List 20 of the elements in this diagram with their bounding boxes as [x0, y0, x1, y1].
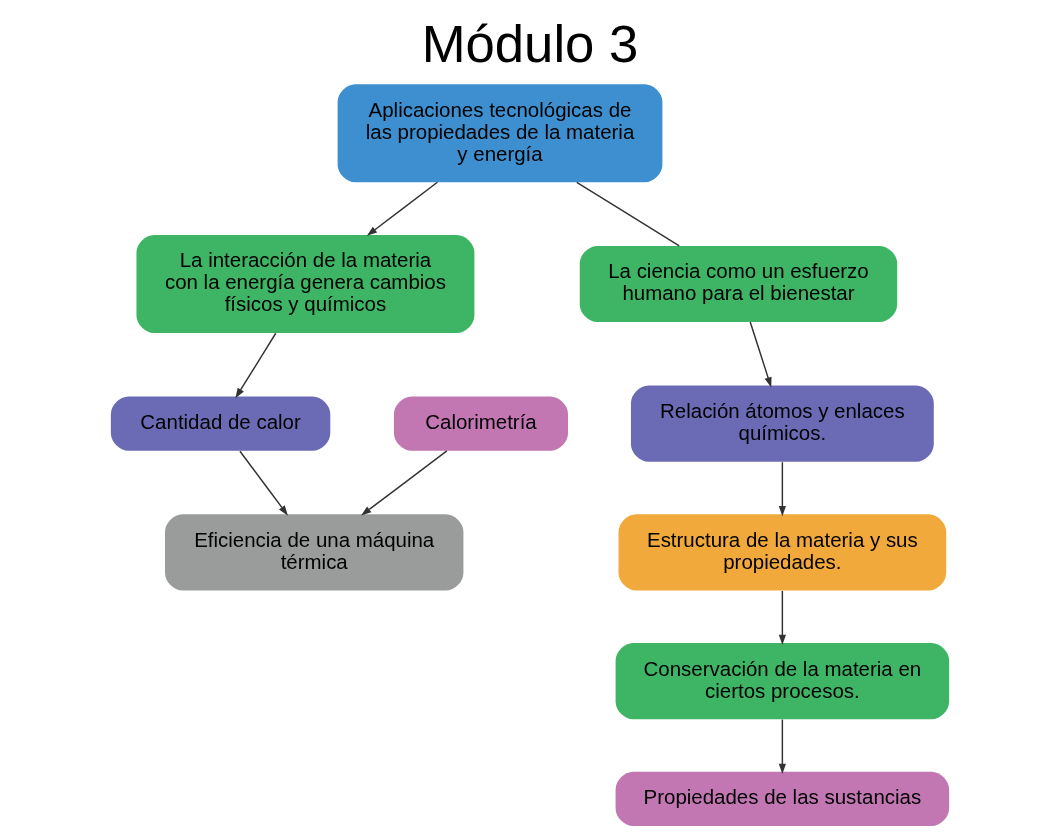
arrow: [749, 321, 772, 388]
arrow: [778, 590, 786, 646]
arrow: [778, 461, 786, 517]
node-box: Conservación de la materia en ciertos procesos.: [615, 643, 950, 720]
arrow: [235, 332, 277, 399]
node-box: Calorimetría: [393, 396, 569, 451]
node-box: Estructura de la materia y sus propiedades.: [618, 514, 947, 591]
arrow: [366, 181, 439, 236]
node-box: Aplicaciones tecnológicas de las propiedades de la materia y energía: [337, 84, 663, 183]
arrow: [778, 718, 786, 775]
node-box: Propiedades de las sustancias: [615, 771, 950, 826]
node-box: La interacción de la materia con la energía genera cambios físicos y químicos: [136, 234, 475, 333]
node-box: Relación átomos y enlaces químicos.: [630, 385, 934, 462]
diagram-title: Módulo 3: [421, 14, 639, 74]
node-box: Eficiencia de una máquina térmica: [165, 514, 464, 591]
arrow: [239, 450, 288, 516]
node-box: Cantidad de calor: [110, 396, 331, 451]
arrow: [361, 450, 448, 516]
connector: [576, 181, 680, 247]
node-box: La ciencia como un esfuerzo humano para el bienestar: [579, 245, 898, 322]
